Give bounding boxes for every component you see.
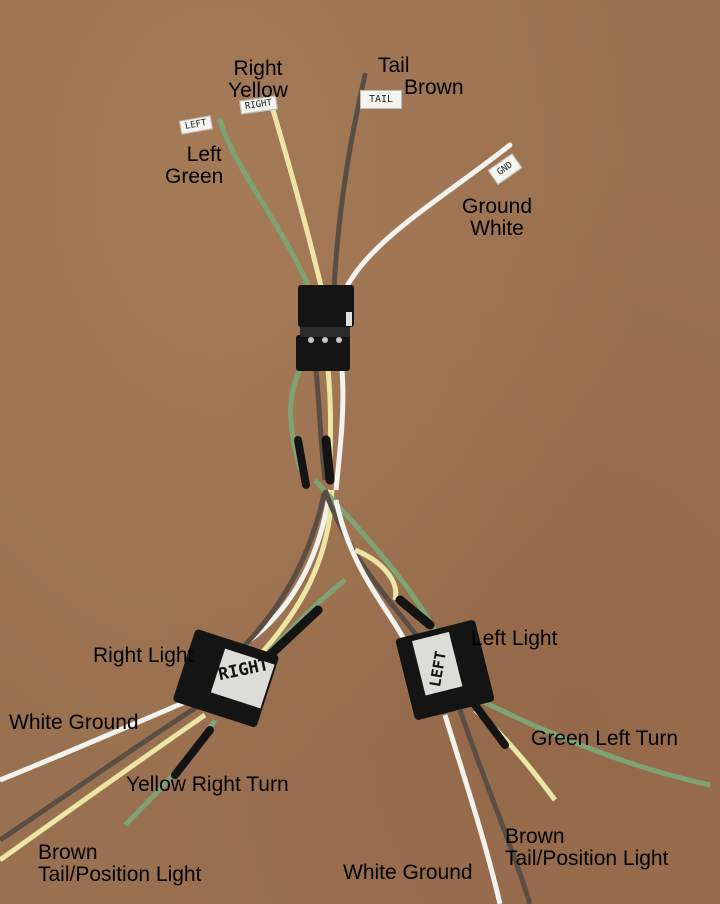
- left-light-connector: [395, 620, 495, 720]
- yellow-loop: [354, 547, 399, 601]
- caption-line: Right: [233, 57, 283, 80]
- caption-line: Ground: [462, 195, 533, 218]
- caption-left-light: Left Light: [471, 627, 558, 650]
- caption-right-light: Right Light: [93, 644, 194, 667]
- caption-line: White: [470, 217, 524, 240]
- caption-line: Tail/Position Light: [505, 847, 669, 870]
- caption-green-left-turn: Green Left Turn: [531, 727, 679, 750]
- caption-line: Tail/Position Light: [38, 863, 202, 886]
- green-wire-top: [217, 117, 313, 293]
- caption-brown-tail-right: Brown Tail/Position Light: [505, 826, 668, 870]
- caption-line: Tail: [378, 54, 410, 77]
- yellow-wire-branch-right: [258, 489, 335, 657]
- caption-line: Left: [186, 143, 222, 166]
- caption-tail-brown: Tail Brown: [378, 55, 464, 99]
- brown-tail-wire-left: [0, 702, 202, 843]
- caption-ground-white: Ground White: [462, 196, 532, 240]
- yellow-wire-top: [267, 97, 325, 293]
- green-left-turn-wire: [478, 697, 711, 788]
- green-wire-mid: [288, 368, 303, 471]
- white-wire-branch-left: [333, 499, 413, 652]
- brown-wire-branch-right: [238, 489, 328, 652]
- caption-yellow-right-turn: Yellow Right Turn: [126, 773, 289, 796]
- caption-line: Green: [165, 165, 224, 188]
- right-light-connector: [173, 629, 279, 728]
- caption-white-ground-left: White Ground: [9, 711, 139, 734]
- brown-wire-top: [331, 72, 368, 293]
- caption-line: Yellow: [228, 79, 288, 102]
- white-wire-top: [342, 142, 513, 293]
- white-ground-wire-left: [0, 697, 191, 783]
- white-ground-wire-bottom: [442, 714, 503, 904]
- white-wire-branch-right: [248, 489, 333, 642]
- caption-brown-tail-left: Brown Tail/Position Light: [38, 842, 201, 886]
- center-4-way-connector: [296, 285, 354, 371]
- white-wire-mid: [333, 369, 346, 491]
- brown-tail-wire-right: [457, 709, 533, 904]
- yellow-wire-left-out: [0, 712, 207, 863]
- caption-left-green: Left Green: [165, 144, 223, 188]
- brown-wire-branch-left: [322, 489, 422, 642]
- caption-line: Brown: [404, 76, 464, 99]
- caption-white-ground-bottom: White Ground: [343, 861, 473, 884]
- caption-line: Brown: [38, 841, 98, 864]
- caption-line: Brown: [505, 825, 565, 848]
- flag-tail: TAIL: [360, 90, 403, 109]
- caption-right-yellow: Right Yellow: [228, 58, 288, 102]
- brown-wire-mid: [313, 369, 328, 481]
